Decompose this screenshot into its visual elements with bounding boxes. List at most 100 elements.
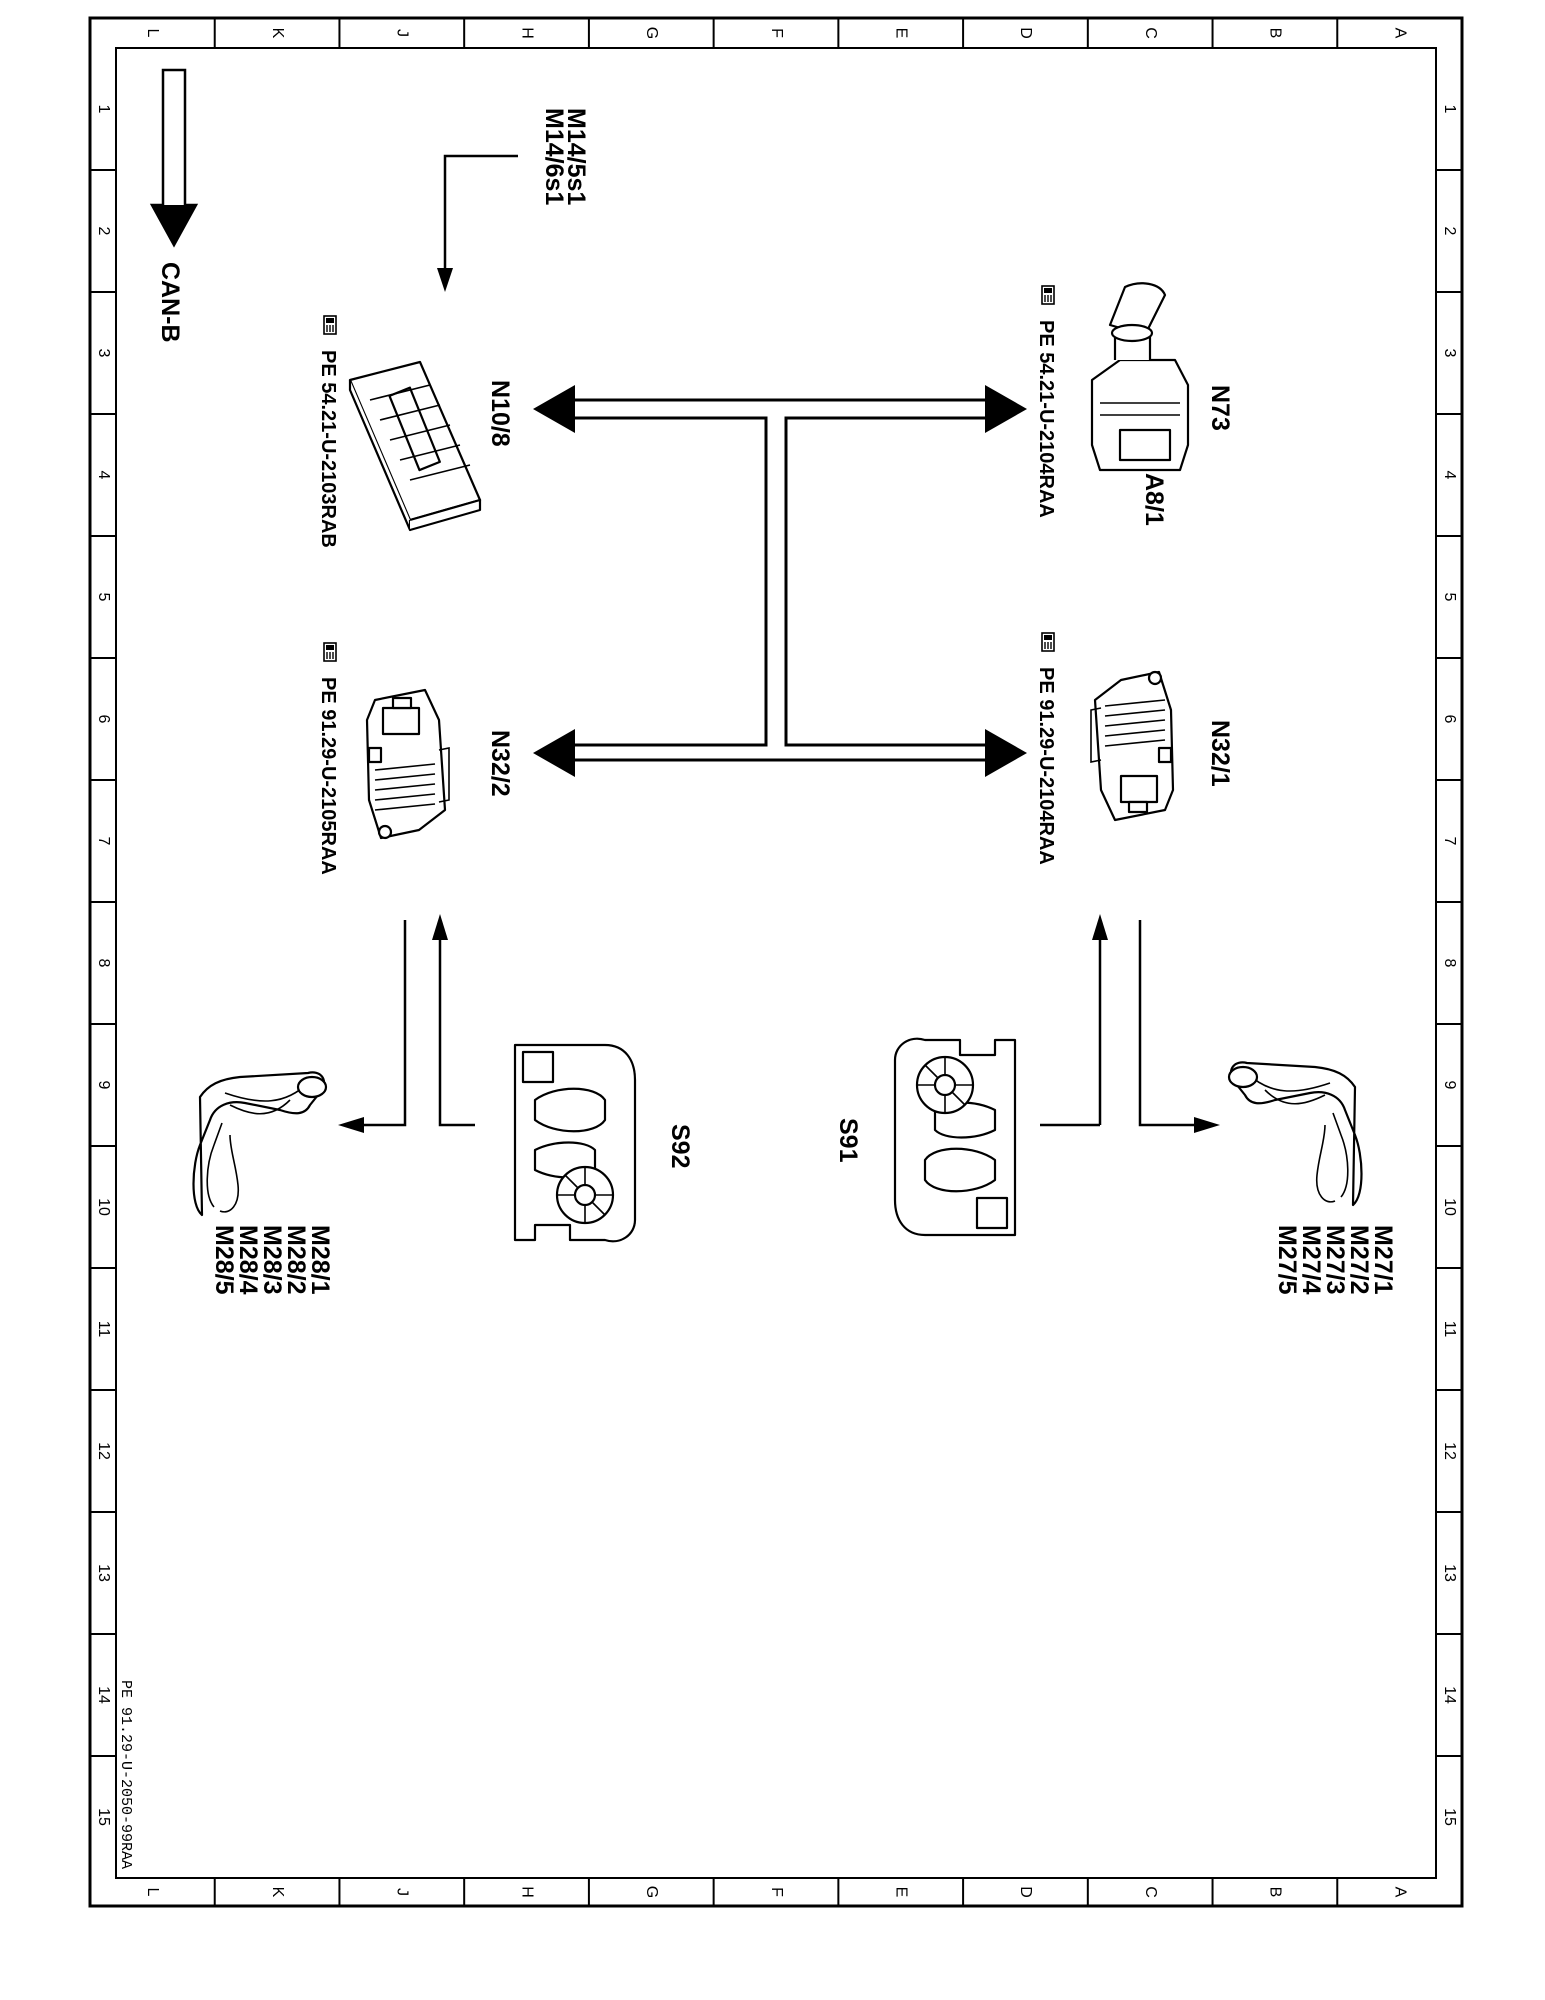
grid-number-right: 15 bbox=[1441, 1808, 1458, 1826]
grid-number-left: 7 bbox=[95, 837, 112, 846]
grid-number-left: 9 bbox=[95, 1081, 112, 1090]
seat-control-unit-icon bbox=[365, 688, 451, 840]
seat-switch-icon bbox=[513, 1043, 637, 1243]
grid-number-left: 14 bbox=[95, 1686, 112, 1704]
document-id: PE 91.29-U-2050-99RAA bbox=[117, 1680, 134, 1869]
m27-label-1: M27/1 bbox=[1369, 1225, 1397, 1295]
m27-label-4: M27/4 bbox=[1297, 1225, 1325, 1295]
n32-1-reference: PE 91.29-U-2104RAA bbox=[1035, 667, 1057, 865]
grid-letter-bottom: G bbox=[643, 1886, 660, 1898]
m28-label-5: M28/5 bbox=[210, 1225, 238, 1295]
seat-icon bbox=[192, 1071, 328, 1217]
hand-pointer-icon bbox=[1041, 632, 1055, 652]
grid-number-left: 12 bbox=[95, 1442, 112, 1460]
grid-letter-top: E bbox=[892, 28, 909, 39]
m28-label-2: M28/2 bbox=[282, 1225, 310, 1294]
component-n32-2[interactable]: N32/2 PE 91.29-U-2105RAA bbox=[317, 642, 514, 875]
grid-number-left: 5 bbox=[95, 593, 112, 602]
grid-number-right: 4 bbox=[1441, 471, 1458, 480]
component-n10-8[interactable]: N10/8 PE 54.21-U-2103RAB bbox=[317, 315, 514, 548]
grid-number-right: 3 bbox=[1441, 349, 1458, 358]
grid-letter-bottom: H bbox=[518, 1886, 535, 1898]
seat-switch-icon bbox=[893, 1037, 1017, 1237]
grid-number-right: 2 bbox=[1441, 227, 1458, 236]
grid-letter-top: B bbox=[1267, 28, 1284, 39]
component-n32-1[interactable]: N32/1 PE 91.29-U-2104RAA bbox=[1035, 632, 1234, 865]
grid-number-left: 1 bbox=[95, 105, 112, 114]
control-module-icon bbox=[348, 360, 482, 532]
a8-1-label: A8/1 bbox=[1140, 473, 1168, 526]
n32-2-reference: PE 91.29-U-2105RAA bbox=[317, 677, 339, 875]
grid-number-right: 5 bbox=[1441, 593, 1458, 602]
grid-letter-bottom: J bbox=[394, 1888, 411, 1896]
grid-letter-top: F bbox=[768, 28, 785, 38]
seat-icon bbox=[1227, 1061, 1363, 1207]
bus-arrowheads bbox=[533, 385, 1027, 777]
grid-number-right: 10 bbox=[1441, 1198, 1458, 1216]
grid-number-right: 14 bbox=[1441, 1686, 1458, 1704]
grid-letter-top: G bbox=[643, 27, 660, 39]
grid-letter-top: L bbox=[144, 29, 161, 38]
grid-letter-bottom: K bbox=[269, 1887, 286, 1898]
source-label-2: M14/6s1 bbox=[540, 108, 568, 205]
hand-pointer-icon bbox=[323, 315, 337, 335]
grid-number-right: 8 bbox=[1441, 959, 1458, 968]
grid-letter-bottom: L bbox=[144, 1888, 161, 1897]
grid-number-right: 11 bbox=[1441, 1321, 1458, 1338]
n32-2-label: N32/2 bbox=[486, 730, 514, 797]
component-n73[interactable]: N73 A8/1 PE 54.21-U-2104RAA bbox=[1035, 282, 1234, 526]
hand-pointer-icon bbox=[1041, 285, 1055, 305]
component-m28[interactable]: M28/1 M28/2 M28/3 M28/4 M28/5 bbox=[192, 1071, 335, 1295]
grid-letter-bottom: A bbox=[1391, 1887, 1408, 1898]
can-bus-lines bbox=[569, 398, 991, 762]
grid-letter-bottom: D bbox=[1017, 1886, 1034, 1898]
n32-1-label: N32/1 bbox=[1206, 720, 1234, 787]
grid-number-left: 8 bbox=[95, 959, 112, 968]
grid-number-right: 13 bbox=[1441, 1564, 1458, 1582]
grid-number-right: 6 bbox=[1441, 715, 1458, 724]
grid-letter-top: D bbox=[1017, 27, 1034, 39]
source-label-1: M14/5s1 bbox=[562, 108, 590, 205]
m28-label-3: M28/3 bbox=[258, 1225, 286, 1294]
grid-letter-bottom: B bbox=[1267, 1887, 1284, 1898]
source-labels: M14/5s1 M14/6s1 bbox=[540, 108, 590, 205]
m28-label-4: M28/4 bbox=[234, 1225, 262, 1295]
m27-label-3: M27/3 bbox=[1321, 1225, 1349, 1294]
grid-number-right: 1 bbox=[1441, 105, 1458, 114]
seat-control-unit-icon bbox=[1089, 670, 1175, 822]
grid-number-left: 13 bbox=[95, 1564, 112, 1582]
component-m27[interactable]: M27/1 M27/2 M27/3 M27/4 M27/5 bbox=[1227, 1061, 1397, 1295]
m27-label-2: M27/2 bbox=[1345, 1225, 1373, 1294]
grid-letter-top: K bbox=[269, 28, 286, 39]
grid-letter-top: A bbox=[1391, 28, 1408, 39]
can-b-label: CAN-B bbox=[156, 262, 184, 343]
grid-letter-bottom: C bbox=[1142, 1886, 1159, 1898]
grid-number-left: 11 bbox=[95, 1321, 112, 1338]
signal-lines bbox=[350, 154, 1195, 1127]
grid-number-right: 7 bbox=[1441, 837, 1458, 846]
grid-letter-top: J bbox=[394, 29, 411, 37]
signal-arrowheads bbox=[338, 268, 1220, 1133]
n73-label: N73 bbox=[1206, 385, 1234, 431]
hand-pointer-icon bbox=[323, 642, 337, 662]
n73-reference: PE 54.21-U-2104RAA bbox=[1035, 320, 1057, 518]
grid-number-right: 12 bbox=[1441, 1442, 1458, 1460]
n10-8-reference: PE 54.21-U-2103RAB bbox=[317, 350, 339, 548]
grid-letter-bottom: E bbox=[892, 1887, 909, 1898]
s91-label: S91 bbox=[834, 1118, 862, 1163]
ignition-switch-icon bbox=[1090, 282, 1190, 472]
m28-label-1: M28/1 bbox=[306, 1225, 334, 1295]
component-s92[interactable]: S92 bbox=[513, 1043, 694, 1243]
grid-letter-top: C bbox=[1142, 27, 1159, 39]
can-b-indicator: CAN-B bbox=[149, 68, 199, 343]
grid-number-left: 6 bbox=[95, 715, 112, 724]
component-s91[interactable]: S91 bbox=[834, 1037, 1017, 1237]
n10-8-label: N10/8 bbox=[486, 380, 514, 447]
grid-number-left: 10 bbox=[95, 1198, 112, 1216]
grid-number-left: 4 bbox=[95, 471, 112, 480]
grid-number-right: 9 bbox=[1441, 1081, 1458, 1090]
grid-number-left: 3 bbox=[95, 349, 112, 358]
grid-number-left: 15 bbox=[95, 1808, 112, 1826]
